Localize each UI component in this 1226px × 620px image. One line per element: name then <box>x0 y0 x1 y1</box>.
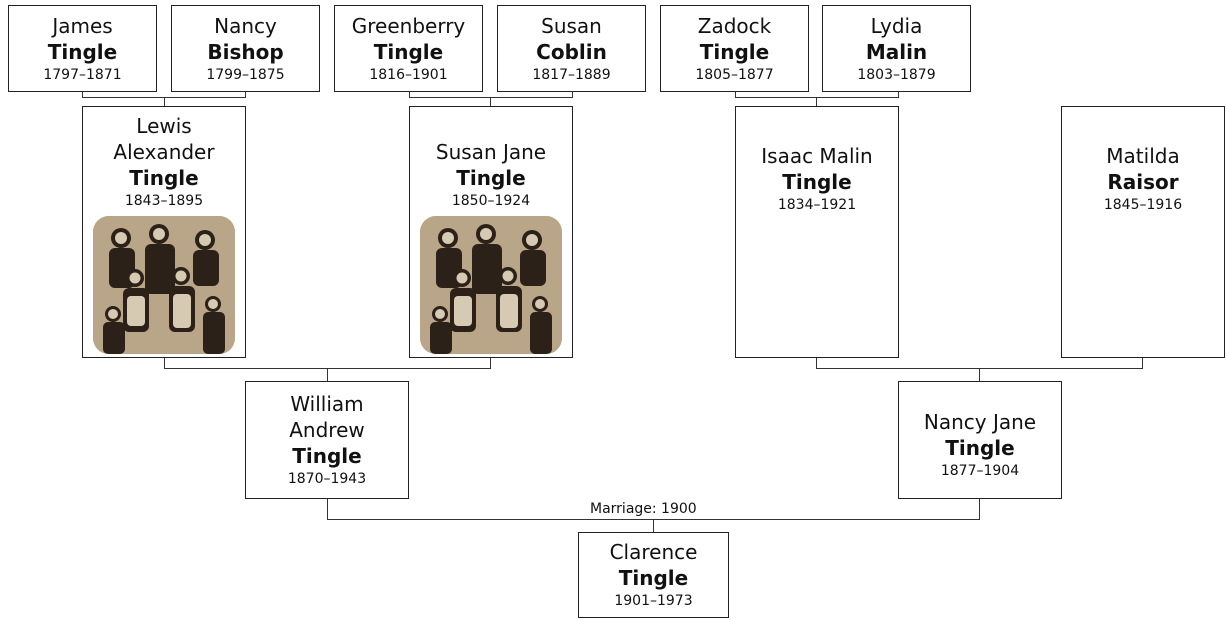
life-dates: 1877–1904 <box>940 463 1020 479</box>
person-card-susan-coblin[interactable]: Susan Coblin 1817–1889 <box>497 5 646 92</box>
surname: Coblin <box>536 39 607 64</box>
life-dates: 1799–1875 <box>206 66 285 83</box>
person-card-william-andrew-tingle[interactable]: William Andrew Tingle 1870–1943 <box>245 381 409 499</box>
given-name: William Andrew <box>289 392 365 442</box>
connector-line <box>735 91 736 98</box>
surname: Bishop <box>207 39 284 64</box>
marriage-label: Marriage: 1900 <box>588 500 699 518</box>
surname: Tingle <box>47 39 118 64</box>
life-dates: 1850–1924 <box>451 193 531 209</box>
family-photo <box>420 216 562 354</box>
connector-line <box>653 519 654 533</box>
surname: Malin <box>865 39 928 64</box>
surname: Tingle <box>699 39 770 64</box>
life-dates: 1843–1895 <box>124 193 204 209</box>
surname: Tingle <box>618 566 689 590</box>
connector-line <box>327 368 328 382</box>
life-dates: 1797–1871 <box>43 66 122 83</box>
connector-line <box>979 498 980 520</box>
life-dates: 1805–1877 <box>695 66 774 83</box>
connector-line <box>816 97 817 107</box>
connector-line <box>409 97 573 98</box>
given-name: Matilda <box>1106 144 1180 168</box>
person-card-nancy-bishop[interactable]: Nancy Bishop 1799–1875 <box>171 5 320 92</box>
surname: Tingle <box>373 39 444 64</box>
person-card-nancy-jane-tingle[interactable]: Nancy Jane Tingle 1877–1904 <box>898 381 1062 499</box>
life-dates: 1901–1973 <box>614 593 693 609</box>
person-card-clarence-tingle[interactable]: Clarence Tingle 1901–1973 <box>578 532 729 618</box>
given-name: Nancy Jane <box>923 410 1037 434</box>
given-name: Zadock <box>697 13 772 38</box>
person-card-lydia-malin[interactable]: Lydia Malin 1803–1879 <box>822 5 971 92</box>
life-dates: 1817–1889 <box>532 66 611 83</box>
surname: Raisor <box>1107 170 1179 194</box>
life-dates: 1845–1916 <box>1103 197 1183 213</box>
family-photo-image <box>420 216 562 354</box>
connector-line <box>490 357 491 369</box>
surname: Tingle <box>292 444 362 468</box>
person-card-zadock-tingle[interactable]: Zadock Tingle 1805–1877 <box>660 5 809 92</box>
connector-line <box>735 97 899 98</box>
given-name: Susan <box>541 13 602 38</box>
connector-line <box>164 97 165 107</box>
connector-line <box>979 368 980 382</box>
connector-line <box>164 357 165 369</box>
connector-line <box>82 91 83 98</box>
person-card-greenberry-tingle[interactable]: Greenberry Tingle 1816–1901 <box>334 5 483 92</box>
connector-line <box>327 498 328 520</box>
given-name: Lydia <box>870 13 923 38</box>
person-card-isaac-malin-tingle[interactable]: Isaac Malin Tingle 1834–1921 <box>735 106 899 358</box>
life-dates: 1870–1943 <box>287 471 367 487</box>
given-name: Nancy <box>214 13 277 38</box>
connector-line <box>490 97 491 107</box>
connector-line <box>816 357 817 369</box>
surname: Tingle <box>782 170 852 194</box>
connector-line <box>1142 357 1143 369</box>
given-name: James <box>52 13 113 38</box>
person-card-matilda-raisor[interactable]: Matilda Raisor 1845–1916 <box>1061 106 1225 358</box>
given-name: Clarence <box>609 540 698 564</box>
life-dates: 1834–1921 <box>777 197 857 213</box>
given-name: Lewis Alexander <box>113 114 215 164</box>
family-photo-image <box>93 216 235 354</box>
given-name: Greenberry <box>351 13 466 38</box>
connector-line <box>572 91 573 98</box>
surname: Tingle <box>456 166 526 190</box>
person-card-susan-jane-tingle[interactable]: Susan Jane Tingle 1850–1924 <box>409 106 573 358</box>
connector-line <box>898 91 899 98</box>
connector-line <box>409 91 410 98</box>
person-card-lewis-alexander-tingle[interactable]: Lewis Alexander Tingle 1843–1895 <box>82 106 246 358</box>
person-card-james-tingle[interactable]: James Tingle 1797–1871 <box>8 5 157 92</box>
family-photo <box>93 216 235 354</box>
surname: Tingle <box>129 166 199 190</box>
life-dates: 1816–1901 <box>369 66 448 83</box>
given-name: Isaac Malin <box>761 144 873 168</box>
given-name: Susan Jane <box>435 140 547 164</box>
connector-line <box>245 91 246 98</box>
surname: Tingle <box>945 436 1015 460</box>
life-dates: 1803–1879 <box>857 66 936 83</box>
